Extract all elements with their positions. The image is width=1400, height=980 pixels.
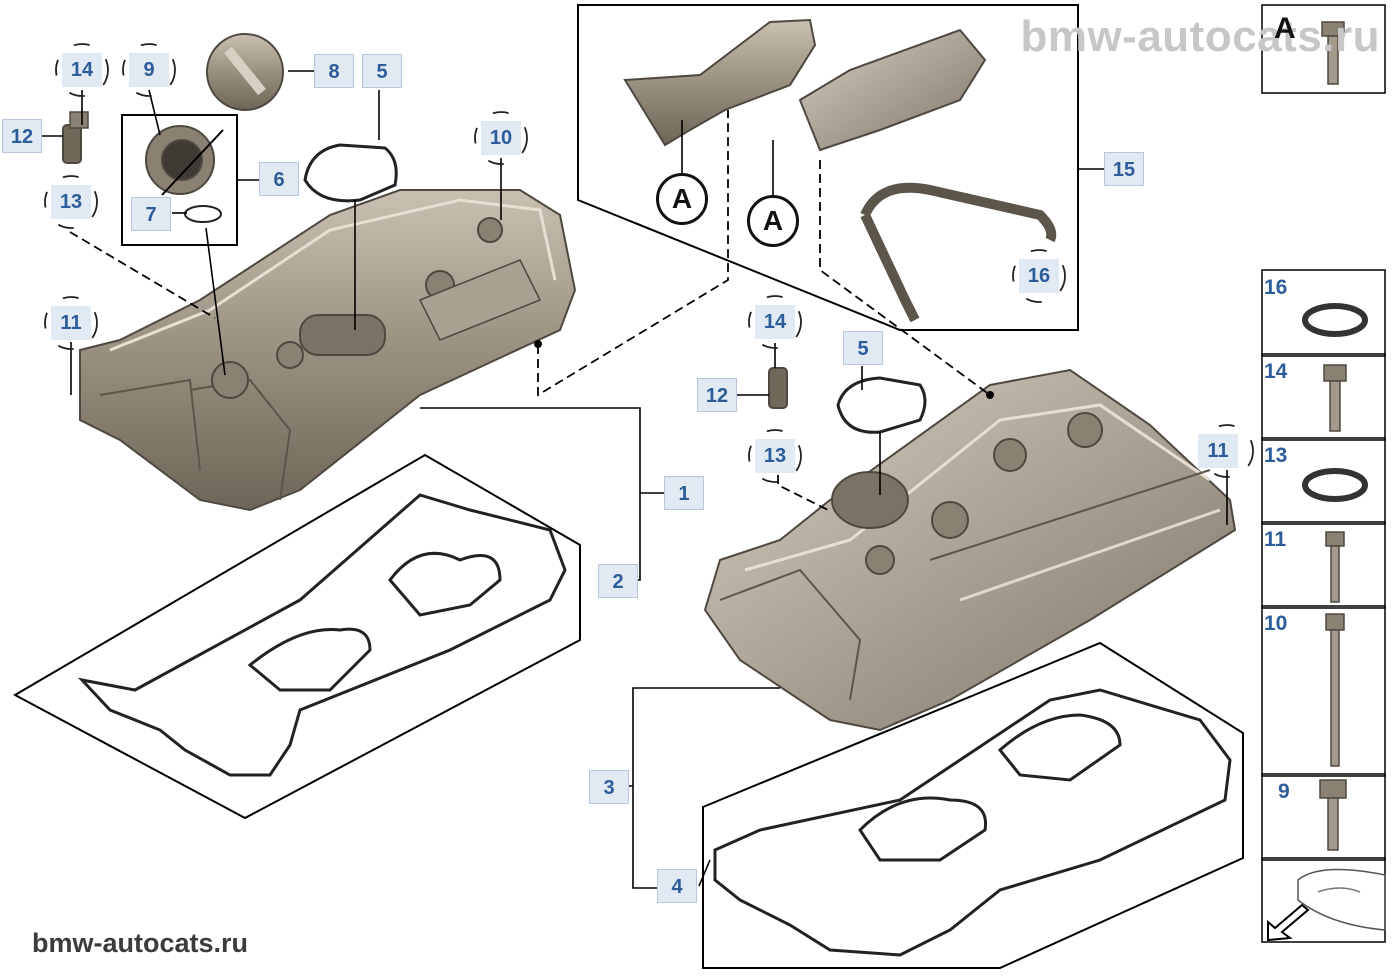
callout-11-left[interactable]: 11 [51,306,91,340]
watermark-bottom: bmw-autocats.ru [32,928,249,958]
legend-item-9[interactable]: 9 [1278,780,1290,803]
callout-16[interactable]: 16 [1019,259,1059,293]
callout-5-mid[interactable]: 5 [843,331,883,365]
legend-column [1261,4,1386,943]
dot-marker-left [534,340,542,348]
legend-header-a: A [1274,12,1296,45]
left-valve-cover [79,189,577,512]
filler-neck-box [121,114,238,246]
legend-item-10[interactable]: 10 [1264,612,1288,635]
breather-box [577,4,1079,331]
callout-15[interactable]: 15 [1104,152,1144,186]
callout-14-mid[interactable]: 14 [755,305,795,339]
callout-4[interactable]: 4 [657,869,697,903]
callout-5-left[interactable]: 5 [362,54,402,88]
callout-8[interactable]: 8 [314,54,354,88]
callout-2[interactable]: 2 [598,564,638,598]
callout-9-left[interactable]: 9 [129,53,169,87]
legend-item-11[interactable]: 11 [1264,528,1287,551]
oil-cap [206,33,284,111]
dashed-leaders [69,110,991,511]
sensor-mid [768,367,788,409]
callout-14-left[interactable]: 14 [62,53,102,87]
right-gasket-panel [702,641,1244,969]
oil-filler-gasket-left [303,143,398,203]
reference-marker-a-left: A [656,173,708,225]
callout-7[interactable]: 7 [131,197,171,231]
callout-3[interactable]: 3 [589,770,629,804]
callout-12-left[interactable]: 12 [2,119,42,153]
legend-item-16[interactable]: 16 [1264,276,1288,299]
callout-12-mid[interactable]: 12 [697,378,737,412]
oil-filler-gasket-mid [836,376,927,434]
callout-6[interactable]: 6 [259,162,299,196]
left-gasket-panel [12,453,581,820]
sensor-left [62,111,89,164]
reference-marker-a-right: A [747,195,799,247]
callout-10[interactable]: 10 [481,121,521,155]
right-valve-cover [703,368,1237,732]
legend-item-13[interactable]: 13 [1264,444,1288,467]
callout-1[interactable]: 1 [664,476,704,510]
dot-marker-right [986,391,994,399]
watermark-top: bmw-autocats.ru [1020,12,1380,61]
legend-item-14[interactable]: 14 [1264,360,1288,383]
callout-13-mid[interactable]: 13 [755,439,795,473]
callout-13-left[interactable]: 13 [51,185,91,219]
callout-11-right[interactable]: 11 [1198,434,1238,468]
